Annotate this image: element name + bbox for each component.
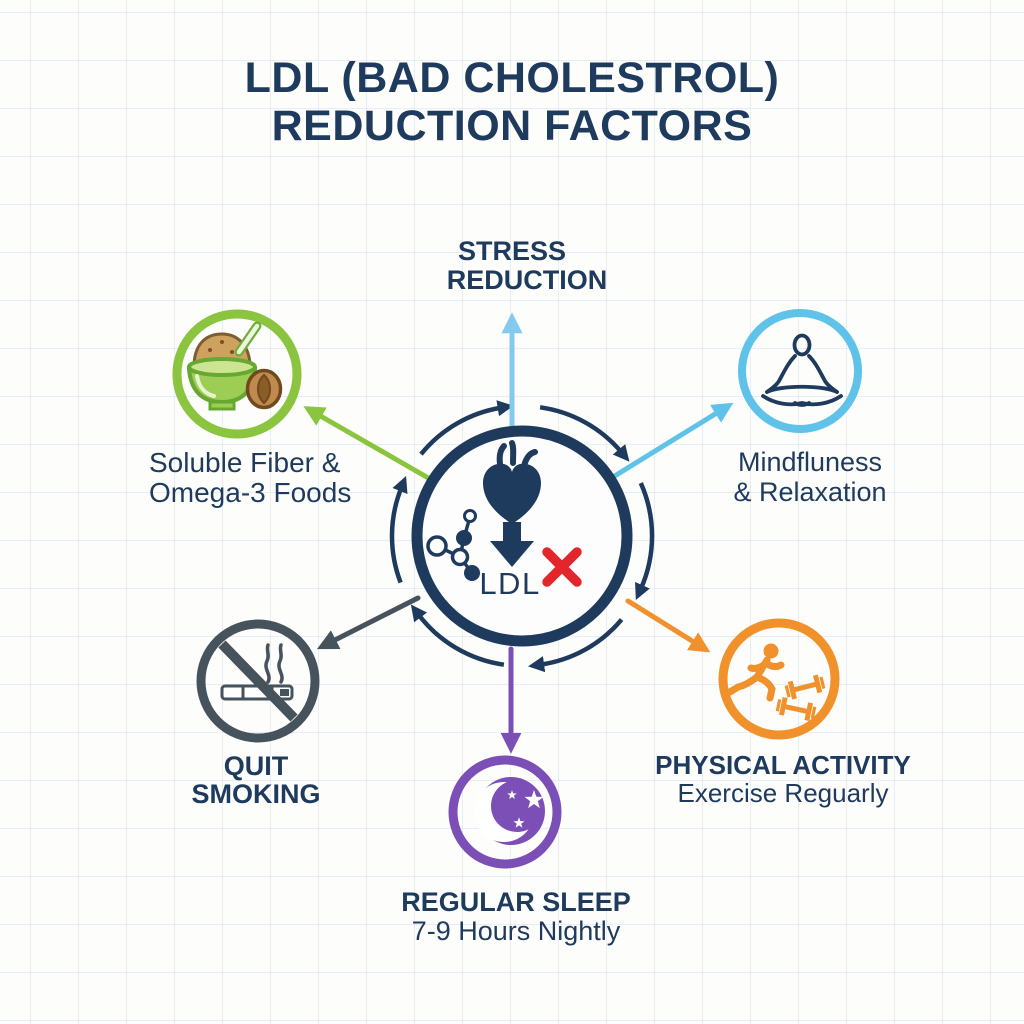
center-circle (411, 425, 633, 647)
anatomical-heart-icon (483, 440, 541, 524)
down-arrow-icon (490, 522, 534, 567)
physical-activity-label: PHYSICAL ACTIVITY Exercise Reguarly (655, 750, 911, 808)
no-smoking-icon (218, 640, 298, 722)
smoking-circle (196, 619, 320, 743)
regular-sleep-label: REGULAR SLEEP 7-9 Hours Nightly (401, 887, 631, 946)
activity-circle (718, 618, 840, 740)
fiber-omega3-label: Soluble Fiber & Omega-3 Foods (149, 447, 352, 508)
quit-smoking-label: QUIT SMOKING (191, 751, 321, 809)
fiber-bowl-walnut-icon (186, 321, 283, 411)
dumbbell-icon (784, 674, 826, 700)
dumbbell-icon (775, 696, 817, 722)
mindfulness-circle (738, 309, 862, 433)
arrow-activity (625, 598, 711, 653)
molecule-icon (426, 509, 480, 581)
title-line1: LDL (BAD CHOLESTROL) (244, 54, 780, 102)
arrow-fiber (303, 406, 440, 486)
arrow-smoking (316, 595, 421, 650)
meditation-icon (761, 333, 843, 407)
stress-reduction-label: STRESS REDUCTION (446, 236, 608, 295)
moon-stars-icon (474, 777, 545, 845)
title-line2: REDUCTION FACTORS (271, 102, 753, 150)
page-title: LDL (BAD CHOLESTROL) REDUCTION FACTORS (0, 54, 1024, 150)
cycle-arrows (389, 400, 655, 673)
arrow-mindfulness (610, 402, 734, 480)
mindfulness-label: Mindfluness & Relaxation (733, 447, 887, 507)
runner-dumbbells-icon (726, 643, 826, 722)
connector-arrows (303, 312, 734, 754)
sleep-circle (448, 755, 562, 869)
red-x-icon (542, 547, 582, 587)
fiber-circle (172, 309, 302, 439)
ldl-center-label: LDL (479, 566, 541, 601)
